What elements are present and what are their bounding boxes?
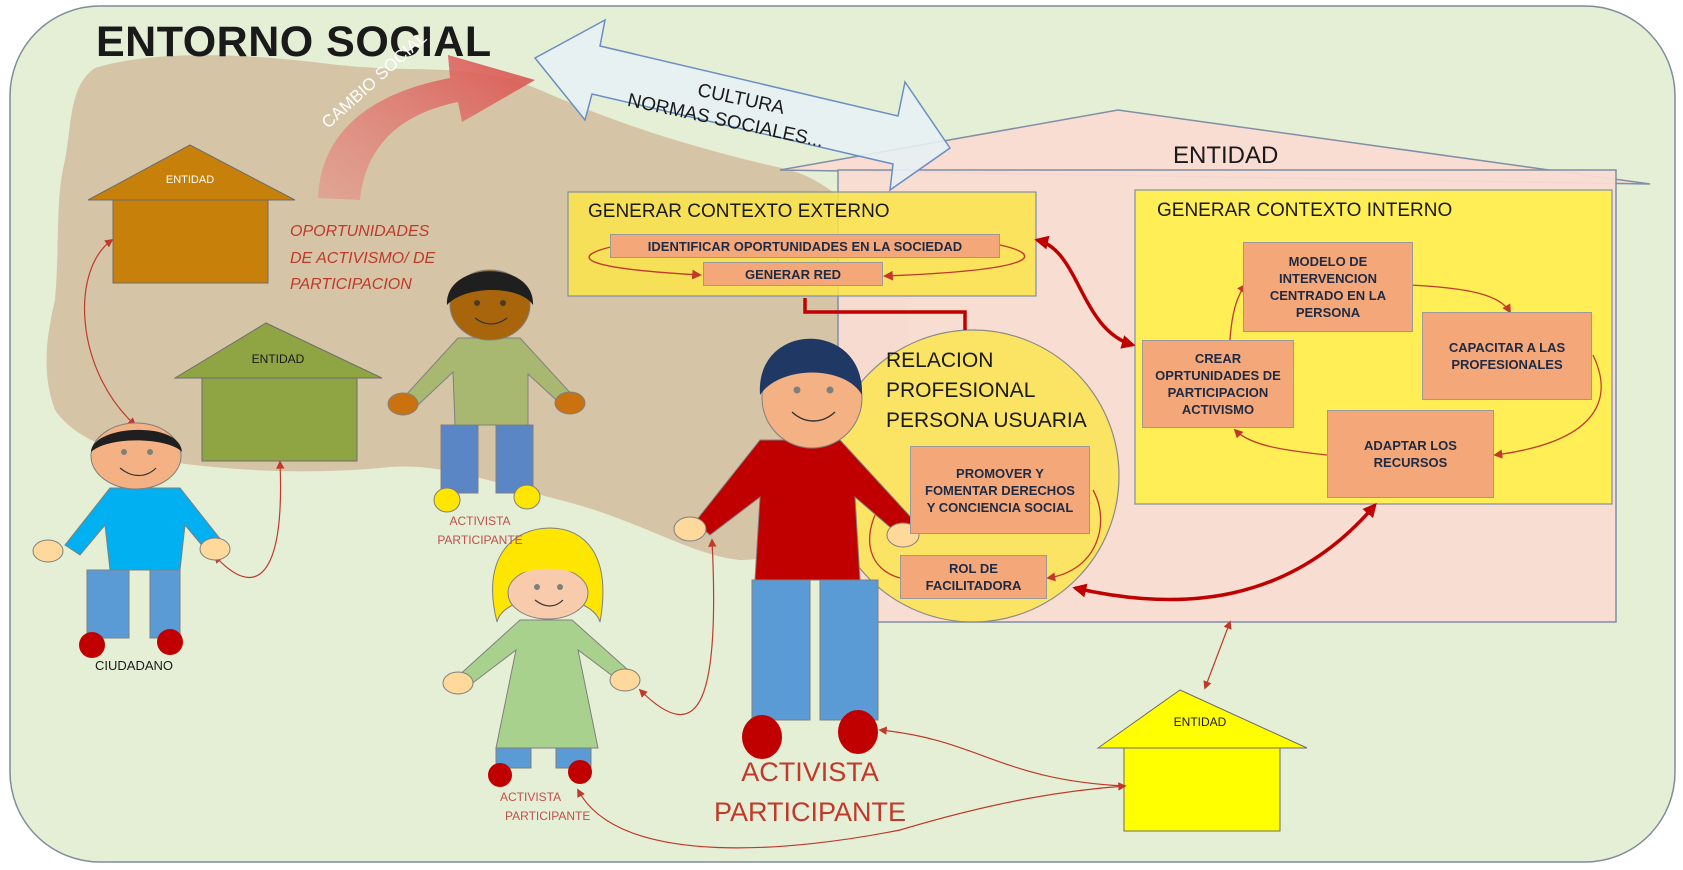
citizen-label: CIUDADANO xyxy=(95,658,174,673)
girl-activist-label-1: ACTIVISTA xyxy=(500,790,562,804)
generate-network-box: GENERAR RED xyxy=(703,262,883,286)
opportunities-line-3: PARTICIPACION xyxy=(290,276,412,293)
external-loop-arrow-1 xyxy=(588,245,702,280)
identify-opportunities-box: IDENTIFICAR OPORTUNIDADES EN LA SOCIEDAD xyxy=(610,234,1000,258)
entity-house-green xyxy=(173,322,383,462)
create-opportunities-box: CREAR OPRTUNIDADES DE PARTICIPACION ACTI… xyxy=(1142,340,1294,428)
internal-cycle-arrow-1 xyxy=(1409,284,1511,314)
entity-house-yellow xyxy=(1096,689,1308,832)
main-activist-label-1: ACTIVISTA xyxy=(741,757,879,787)
internal-context-title: GENERAR CONTEXTO INTERNO xyxy=(1157,200,1453,221)
top-activist-figure xyxy=(387,269,586,513)
top-activist-label-2: PARTICIPANTE xyxy=(437,533,523,547)
person-centered-model-box: MODELO DE INTERVENCION CENTRADO EN LA PE… xyxy=(1243,242,1413,332)
entity-label-green: ENTIDAD xyxy=(251,352,305,366)
train-professionals-box: CAPACITAR A LAS PROFESIONALES xyxy=(1422,312,1592,400)
girl-activist-label-2: PARTICIPANTE xyxy=(505,809,591,823)
girl-main-activist-arrow xyxy=(638,538,717,716)
relation-loop-arrow-2 xyxy=(868,503,901,579)
opportunities-line-1: OPORTUNIDADES xyxy=(290,223,430,240)
main-activist-label-2: PARTICIPANTE xyxy=(713,797,907,827)
relation-title-line-3: PERSONA USUARIA xyxy=(886,409,1087,432)
social-change-arrow xyxy=(318,55,535,200)
top-activist-label-1: ACTIVISTA xyxy=(449,514,511,528)
relation-title-line-2: PROFESIONAL xyxy=(886,379,1036,402)
citizen-figure xyxy=(32,422,231,658)
external-context-title: GENERAR CONTEXTO EXTERNO xyxy=(588,201,890,222)
brown-house-citizen-arrow xyxy=(83,239,137,427)
facilitator-role-box: ROL DE FACILITADORA xyxy=(900,555,1047,599)
citizen-green-house-arrow xyxy=(213,460,285,579)
relation-internal-arrow xyxy=(1072,502,1377,602)
girl-yellow-house-arrow xyxy=(577,782,1127,849)
entity-house-brown xyxy=(87,144,296,284)
internal-cycle-arrow-3 xyxy=(1233,428,1328,456)
main-activist-figure xyxy=(673,338,920,759)
internal-cycle-arrow-2 xyxy=(1493,354,1602,459)
entity-house-label: ENTIDAD xyxy=(1173,142,1279,169)
opportunities-line-2: DE ACTIVISMO/ DE xyxy=(290,250,436,267)
external-loop-arrow-2 xyxy=(883,244,1026,281)
diagram-title: ENTORNO SOCIAL xyxy=(96,18,492,66)
entity-label-yellow: ENTIDAD xyxy=(1173,715,1227,729)
girl-activist-figure xyxy=(442,527,641,787)
main-activist-yellow-house-arrow xyxy=(878,726,1126,787)
external-internal-arrow xyxy=(1034,235,1136,349)
culture-double-arrow xyxy=(533,18,952,192)
promote-rights-box: PROMOVER Y FOMENTAR DERECHOS Y CONCIENCI… xyxy=(910,446,1090,534)
relation-title-line-1: RELACION xyxy=(886,349,994,372)
adapt-resources-box: ADAPTAR LOS RECURSOS xyxy=(1327,410,1494,498)
external-relation-connector xyxy=(803,298,967,330)
entity-label-brown: ENTIDAD xyxy=(165,174,215,186)
yellow-house-entity-arrow xyxy=(1203,620,1232,690)
